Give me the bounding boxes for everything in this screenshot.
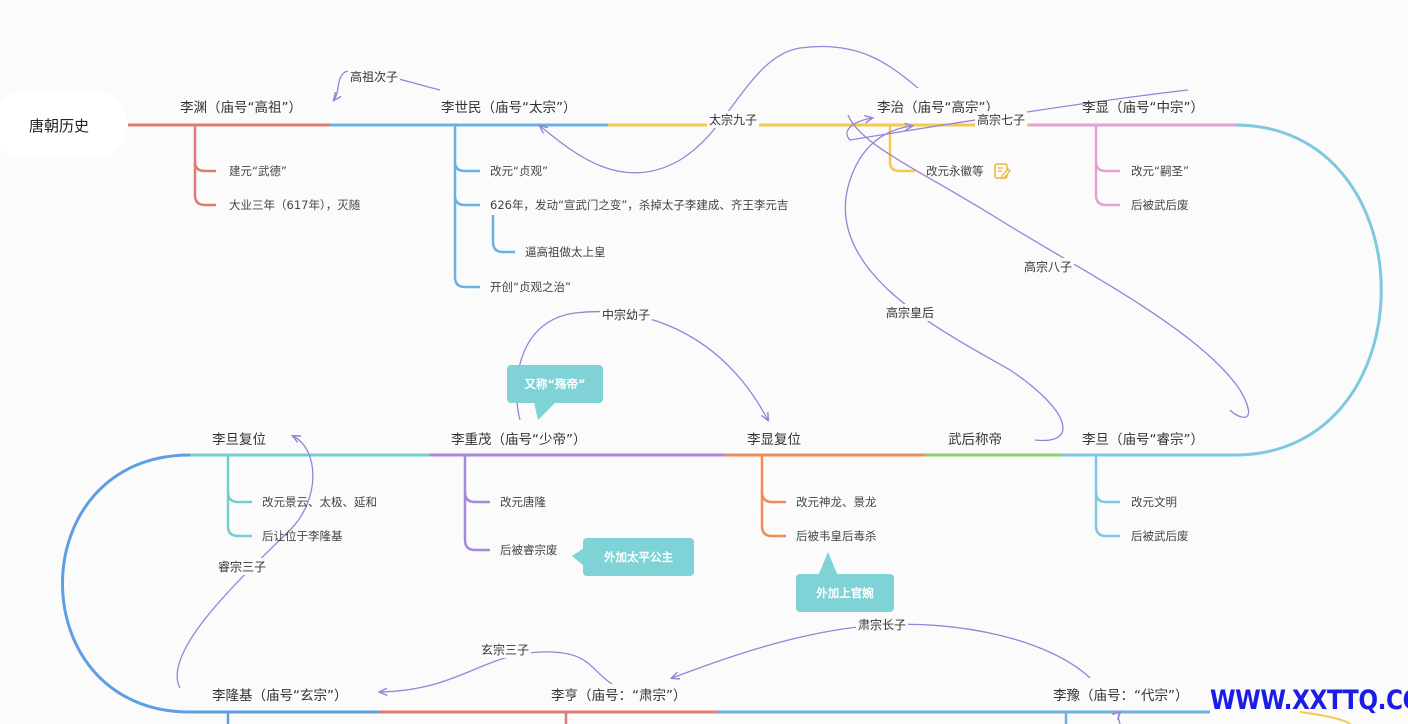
watermark-text: WWW.XXTTQ.COM: [1210, 685, 1408, 716]
node-li-dan-restored[interactable]: 李旦复位: [212, 432, 266, 448]
relation-label[interactable]: 肃宗长子: [856, 616, 909, 633]
subtopic[interactable]: 后被武后废: [1131, 529, 1189, 543]
note-edit-icon[interactable]: [993, 162, 1011, 180]
node-li-dan[interactable]: 李旦（庙号“睿宗”）: [1082, 432, 1204, 448]
relation-label[interactable]: 高祖次子: [348, 68, 401, 85]
node-li-zhi[interactable]: 李治（庙号“高宗”）: [877, 100, 999, 116]
trunk-curve-right: [1234, 123, 1383, 457]
subtopic[interactable]: 626年，发动“宣武门之变”，杀掉太子李建成、齐王李元吉: [490, 198, 789, 212]
subtopic[interactable]: 改元永徽等: [926, 164, 984, 178]
subtopic[interactable]: 改元景云、太极、延和: [262, 495, 377, 509]
relation-label[interactable]: 玄宗三子: [479, 641, 532, 658]
relation-label[interactable]: 太宗九子: [707, 111, 760, 128]
node-li-yu[interactable]: 李豫（庙号：“代宗”）: [1053, 688, 1189, 704]
subtopic[interactable]: 后被武后废: [1131, 198, 1189, 212]
subtopic[interactable]: 改元神龙、景龙: [796, 495, 877, 509]
node-wu-hou[interactable]: 武后称帝: [948, 432, 1002, 448]
subtopic[interactable]: 改元“嗣圣”: [1131, 164, 1189, 178]
callout-note[interactable]: 又称“殇帝”: [507, 365, 603, 403]
subtopic[interactable]: 开创“贞观之治”: [490, 280, 571, 294]
trunk-curve-left: [61, 453, 191, 714]
relation-label[interactable]: 睿宗三子: [216, 558, 269, 575]
callout-note[interactable]: 外加太平公主: [583, 538, 694, 576]
callout-note[interactable]: 外加上官婉: [796, 574, 894, 612]
relation-label[interactable]: 中宗幼子: [600, 306, 653, 323]
subtopic[interactable]: 建元“武德”: [229, 164, 287, 178]
relation-label[interactable]: 高宗七子: [975, 111, 1028, 128]
subtopic[interactable]: 后被韦皇后毒杀: [796, 529, 877, 543]
root-topic[interactable]: 唐朝历史: [0, 91, 128, 159]
subtopic[interactable]: 大业三年（617年），灭随: [229, 198, 361, 212]
node-li-longji[interactable]: 李隆基（庙号“玄宗”）: [212, 688, 348, 704]
node-li-xian-restored[interactable]: 李显复位: [747, 432, 801, 448]
relation-label[interactable]: 高宗皇后: [884, 304, 937, 321]
node-li-chongmao[interactable]: 李重茂（庙号“少帝”）: [451, 432, 587, 448]
subtopic[interactable]: 逼高祖做太上皇: [525, 245, 606, 259]
node-li-heng[interactable]: 李亨（庙号：“肃宗”）: [551, 688, 687, 704]
subtopic[interactable]: 后让位于李隆基: [262, 529, 343, 543]
node-li-shimin[interactable]: 李世民（庙号“太宗”）: [441, 100, 577, 116]
subtopic[interactable]: 改元文明: [1131, 495, 1177, 509]
relation-label[interactable]: 高宗八子: [1022, 258, 1075, 275]
node-li-xian[interactable]: 李显（庙号“中宗”）: [1082, 100, 1204, 116]
subtopic[interactable]: 后被睿宗废: [500, 543, 558, 557]
subtopic[interactable]: 改元“贞观”: [490, 164, 548, 178]
node-li-yuan[interactable]: 李渊（庙号“高祖”）: [180, 100, 302, 116]
subtopic[interactable]: 改元唐隆: [500, 495, 546, 509]
